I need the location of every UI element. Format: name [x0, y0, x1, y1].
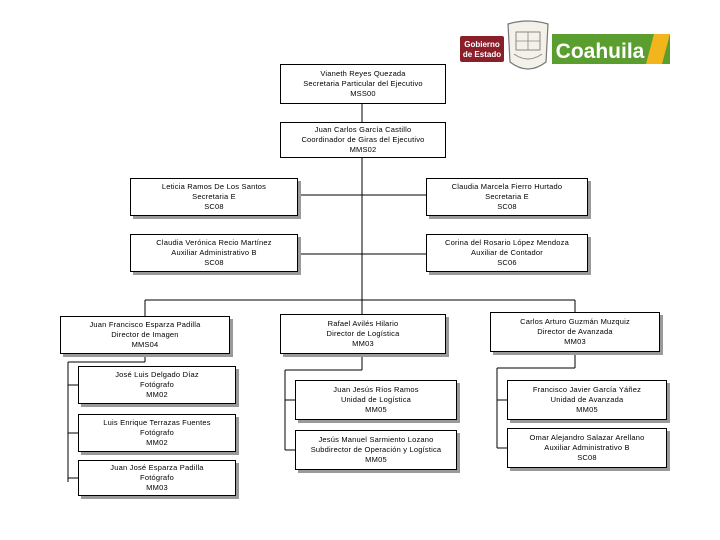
org-box-fotografo-2: Luis Enrique Terrazas Fuentes Fotógrafo … — [78, 414, 236, 452]
position-code: SC08 — [497, 202, 517, 211]
person-title: Fotógrafo — [140, 473, 174, 482]
person-title: Auxiliar de Contador — [471, 248, 543, 257]
person-name: Rafael Avilés Hilario — [327, 319, 399, 328]
person-name: Leticia Ramos De Los Santos — [161, 182, 267, 191]
person-title: Subdirector de Operación y Logística — [310, 445, 442, 454]
org-box-auxiliar-administrativo: Claudia Verónica Recio Martínez Auxiliar… — [130, 234, 298, 272]
org-box-fotografo-1: José Luis Delgado Díaz Fotógrafo MM02 — [78, 366, 236, 404]
position-code: MM03 — [146, 483, 168, 492]
position-code: MM05 — [576, 405, 598, 414]
person-name: Francisco Javier García Yáñez — [532, 385, 642, 394]
person-title: Secretaria Particular del Ejecutivo — [303, 79, 423, 88]
state-name: Coahuila — [556, 40, 645, 63]
position-code: MM05 — [365, 405, 387, 414]
org-box-director-avanzada: Carlos Arturo Guzmán Muzquiz Director de… — [490, 312, 660, 352]
person-title: Auxiliar Administrativo B — [171, 248, 257, 257]
position-code: MMS02 — [349, 145, 377, 154]
org-box-coordinador-giras: Juan Carlos García Castillo Coordinador … — [280, 122, 446, 158]
person-name: Juan Francisco Esparza Padilla — [89, 320, 201, 329]
person-title: Secretaria E — [485, 192, 529, 201]
person-title: Coordinador de Giras del Ejecutivo — [301, 135, 425, 144]
person-name: Luis Enrique Terrazas Fuentes — [103, 418, 211, 427]
person-title: Secretaria E — [192, 192, 236, 201]
org-box-director-imagen: Juan Francisco Esparza Padilla Director … — [60, 316, 230, 354]
position-code: MM02 — [146, 390, 168, 399]
person-title: Auxiliar Administrativo B — [544, 443, 630, 452]
person-title: Fotógrafo — [140, 428, 174, 437]
org-box-secretaria-particular: Vianeth Reyes Quezada Secretaria Particu… — [280, 64, 446, 104]
person-name: Juan José Esparza Padilla — [110, 463, 204, 472]
person-title: Fotógrafo — [140, 380, 174, 389]
org-box-director-logistica: Rafael Avilés Hilario Director de Logíst… — [280, 314, 446, 354]
position-code: MM03 — [352, 339, 374, 348]
person-title: Unidad de Logística — [340, 395, 412, 404]
person-name: Claudia Verónica Recio Martínez — [156, 238, 272, 247]
person-name: Omar Alejandro Salazar Arellano — [529, 433, 645, 442]
gobierno-badge — [460, 36, 504, 62]
person-title: Director de Imagen — [111, 330, 179, 339]
person-name: Juan Carlos García Castillo — [314, 125, 412, 134]
org-box-secretaria-e-right: Claudia Marcela Fierro Hurtado Secretari… — [426, 178, 588, 216]
person-name: José Luis Delgado Díaz — [115, 370, 199, 379]
coat-of-arms-icon — [507, 20, 549, 70]
position-code: SC08 — [204, 202, 224, 211]
org-box-auxiliar-contador: Corina del Rosario López Mendoza Auxilia… — [426, 234, 588, 272]
org-box-unidad-avanzada: Francisco Javier García Yáñez Unidad de … — [507, 380, 667, 420]
position-code: MM03 — [564, 337, 586, 346]
person-name: Vianeth Reyes Quezada — [320, 69, 406, 78]
gobierno-line2: de Estado — [463, 50, 501, 59]
person-title: Director de Logística — [326, 329, 400, 338]
position-code: MM05 — [365, 455, 387, 464]
person-name: Claudia Marcela Fierro Hurtado — [451, 182, 563, 191]
org-box-unidad-logistica: Juan Jesús Ríos Ramos Unidad de Logístic… — [295, 380, 457, 420]
person-name: Jesús Manuel Sarmiento Lozano — [318, 435, 434, 444]
org-box-subdirector-operacion: Jesús Manuel Sarmiento Lozano Subdirecto… — [295, 430, 457, 470]
org-box-fotografo-3: Juan José Esparza Padilla Fotógrafo MM03 — [78, 460, 236, 496]
person-title: Unidad de Avanzada — [550, 395, 624, 404]
position-code: MMS04 — [131, 340, 159, 349]
org-box-secretaria-e-left: Leticia Ramos De Los Santos Secretaria E… — [130, 178, 298, 216]
org-box-auxiliar-administrativo-avanzada: Omar Alejandro Salazar Arellano Auxiliar… — [507, 428, 667, 468]
person-name: Juan Jesús Ríos Ramos — [333, 385, 419, 394]
position-code: SC08 — [204, 258, 224, 267]
person-name: Corina del Rosario López Mendoza — [445, 238, 569, 247]
position-code: SC06 — [497, 258, 517, 267]
person-name: Carlos Arturo Guzmán Muzquiz — [520, 317, 630, 326]
position-code: MM02 — [146, 438, 168, 447]
gobierno-line1: Gobierno — [464, 40, 500, 49]
person-title: Director de Avanzada — [537, 327, 613, 336]
position-code: MSS00 — [350, 89, 376, 98]
banner-stripe — [646, 34, 670, 64]
gobierno-coahuila-logo: Gobierno de Estado Coahuila — [460, 20, 670, 70]
position-code: SC08 — [577, 453, 597, 462]
